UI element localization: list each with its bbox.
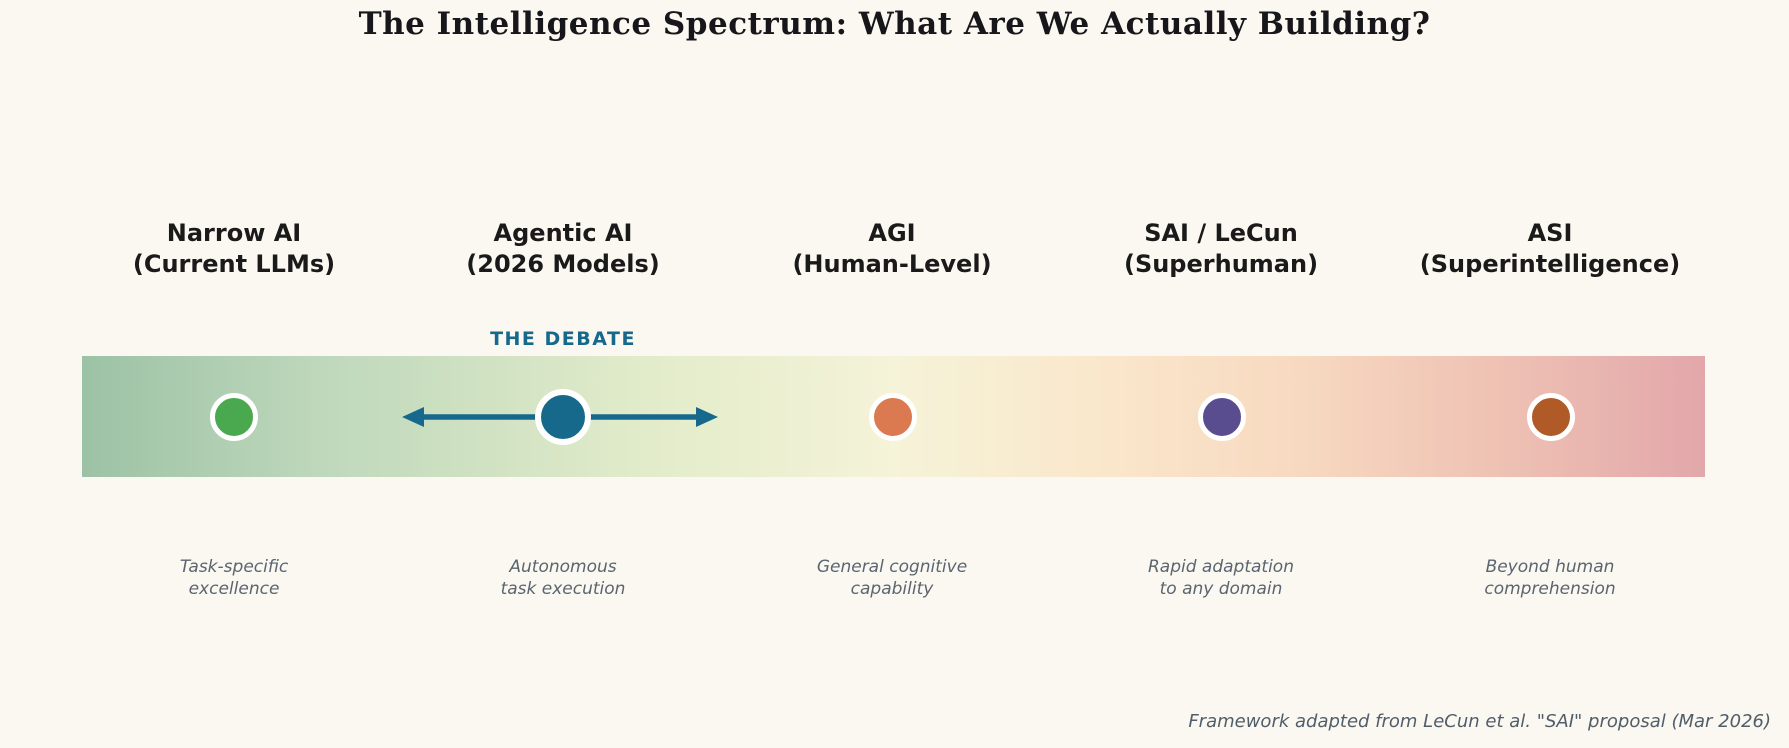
stage-label-line2: (2026 Models) [466,250,660,278]
stage-label-line1: Narrow AI [166,219,302,247]
stage-dot-agi [869,393,917,441]
stage-label-narrow-ai: Narrow AI (Current LLMs) [69,218,399,280]
stage-label-agi: AGI (Human-Level) [727,218,1057,280]
stage-desc-narrow-ai: Task-specific excellence [69,556,399,600]
stage-desc-line1: Task-specific [179,557,289,577]
stage-label-line1: Agentic AI [493,219,633,247]
stage-label-line1: SAI / LeCun [1144,219,1298,247]
stage-label-line2: (Current LLMs) [132,250,336,278]
stage-label-sai: SAI / LeCun (Superhuman) [1056,218,1386,280]
stage-dot-agentic-ai [535,389,591,445]
stage-desc-line2: task execution [500,579,626,599]
debate-label: THE DEBATE [490,328,636,350]
stage-desc-line1: Autonomous [509,557,617,577]
stage-label-line2: (Superhuman) [1123,250,1319,278]
stage-label-line1: AGI [868,219,916,247]
stage-desc-line1: Beyond human [1485,557,1615,577]
stage-dot-sai [1198,393,1246,441]
stage-label-line2: (Superintelligence) [1419,250,1681,278]
stage-label-line2: (Human-Level) [792,250,992,278]
stage-label-asi: ASI (Superintelligence) [1385,218,1715,280]
debate-arrow-right-head [696,407,718,427]
stage-desc-agi: General cognitive capability [727,556,1057,600]
stage-dot-narrow-ai [210,393,258,441]
stage-dot-asi [1527,393,1575,441]
stage-label-line1: ASI [1527,219,1573,247]
stage-desc-line2: capability [850,579,934,599]
stage-desc-line2: to any domain [1159,579,1283,599]
stage-desc-agentic-ai: Autonomous task execution [398,556,728,600]
page-title: The Intelligence Spectrum: What Are We A… [358,6,1431,42]
attribution-note: Framework adapted from LeCun et al. "SAI… [1188,711,1771,732]
debate-arrow-left-head [402,407,424,427]
stage-desc-line1: General cognitive [816,557,968,577]
stage-desc-line2: comprehension [1484,579,1616,599]
stage-desc-sai: Rapid adaptation to any domain [1056,556,1386,600]
stage-label-agentic-ai: Agentic AI (2026 Models) [398,218,728,280]
stage-desc-asi: Beyond human comprehension [1385,556,1715,600]
stage-desc-line2: excellence [188,579,280,599]
stage-desc-line1: Rapid adaptation [1147,557,1294,577]
